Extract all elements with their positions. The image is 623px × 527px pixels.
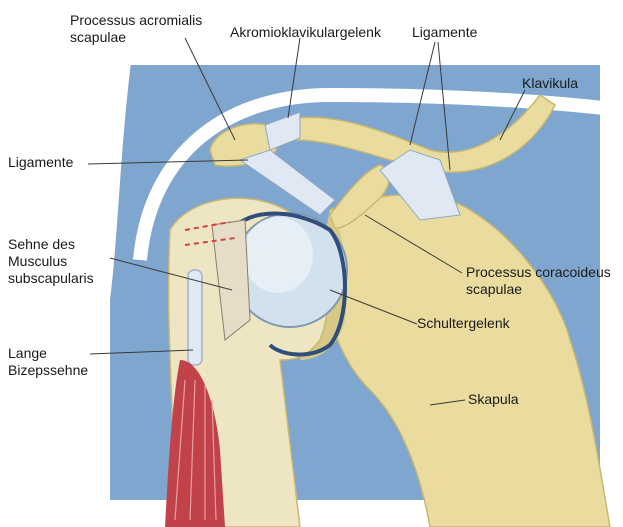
label-processus-coracoideus-line2: scapulae <box>466 281 611 298</box>
label-schultergelenk: Schultergelenk <box>417 315 510 332</box>
label-akromioklavikulargelenk-line1: Akromioklavikulargelenk <box>230 24 381 41</box>
label-sehne-subscapularis: Sehne des Musculus subscapularis <box>8 236 94 287</box>
label-klavikula-line1: Klavikula <box>522 75 578 92</box>
label-lange-bizepssehne-line2: Bizepssehne <box>8 362 88 379</box>
label-ligamente-left-line1: Ligamente <box>8 154 73 171</box>
label-skapula: Skapula <box>468 391 519 408</box>
label-lange-bizepssehne-line1: Lange <box>8 345 88 362</box>
label-ligamente-left: Ligamente <box>8 154 73 171</box>
label-ligamente-top-line1: Ligamente <box>412 24 477 41</box>
label-processus-coracoideus-line1: Processus coracoideus <box>466 264 611 281</box>
label-schultergelenk-line1: Schultergelenk <box>417 315 510 332</box>
label-processus-acromialis: Processus acromialis scapulae <box>70 12 202 46</box>
label-processus-acromialis-line2: scapulae <box>70 29 202 46</box>
label-processus-acromialis-line1: Processus acromialis <box>70 12 202 29</box>
label-processus-coracoideus: Processus coracoideus scapulae <box>466 264 611 298</box>
label-klavikula: Klavikula <box>522 75 578 92</box>
biceps-tendon <box>188 270 202 365</box>
label-ligamente-top: Ligamente <box>412 24 477 41</box>
label-sehne-subscapularis-line1: Sehne des <box>8 236 94 253</box>
label-sehne-subscapularis-line2: Musculus <box>8 253 94 270</box>
label-skapula-line1: Skapula <box>468 391 519 408</box>
label-akromioklavikulargelenk: Akromioklavikulargelenk <box>230 24 381 41</box>
label-sehne-subscapularis-line3: subscapularis <box>8 270 94 287</box>
label-lange-bizepssehne: Lange Bizepssehne <box>8 345 88 379</box>
humeral-head-highlight <box>243 217 313 293</box>
